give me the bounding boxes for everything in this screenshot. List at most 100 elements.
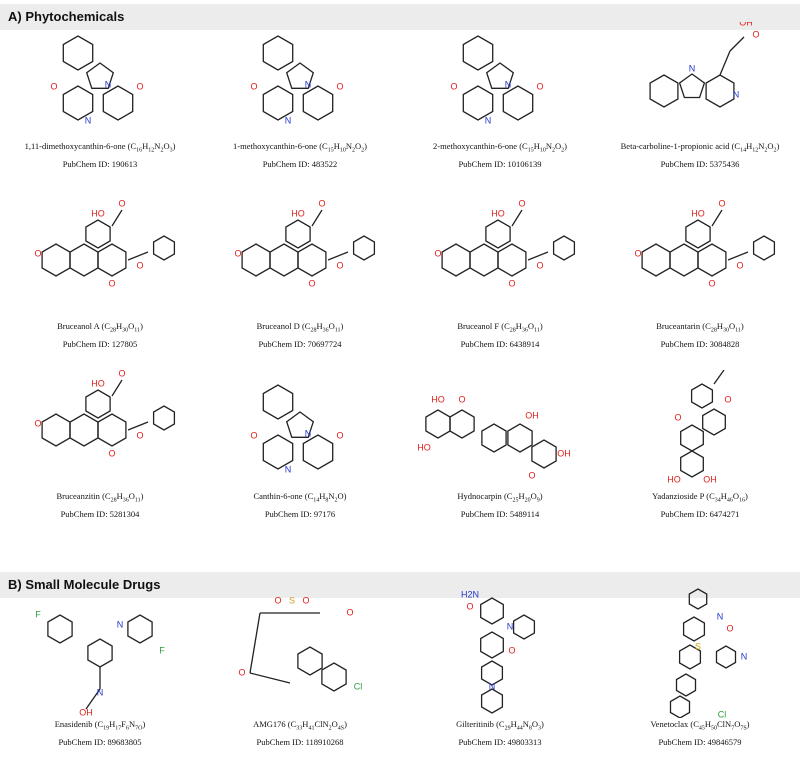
- svg-text:N: N: [741, 651, 748, 661]
- formula-element: O: [554, 141, 562, 151]
- formula-element: H: [319, 491, 326, 501]
- formula-count: 14: [313, 497, 320, 504]
- svg-text:HO: HO: [91, 378, 105, 388]
- formula-count: 45: [698, 725, 705, 732]
- formula-element: H: [533, 141, 540, 151]
- formula-count: 16: [739, 497, 746, 504]
- pubchem-id: PubChem ID: 5281304: [60, 508, 140, 519]
- svg-text:O: O: [234, 248, 241, 258]
- formula-element: O: [767, 141, 774, 151]
- formula-count: 29: [504, 725, 511, 732]
- formula-element: H: [510, 719, 517, 729]
- svg-text:N: N: [117, 619, 124, 629]
- svg-text:F: F: [35, 609, 41, 619]
- svg-text:H2N: H2N: [461, 589, 479, 599]
- formula-element: H: [316, 321, 323, 331]
- formula-count: 28: [310, 327, 317, 334]
- formula-count: 28: [710, 327, 717, 334]
- svg-text:O: O: [536, 260, 543, 270]
- pubchem-id: PubChem ID: 118910268: [256, 736, 344, 747]
- svg-text:O: O: [718, 200, 725, 208]
- compound-name: Hydnocarpin: [457, 491, 502, 501]
- svg-text:Cl: Cl: [354, 681, 363, 691]
- compound-name-formula: Canthin-6-one (C14H8N2O): [253, 491, 347, 504]
- formula-element: H: [116, 491, 123, 501]
- formula-element: O: [732, 491, 740, 501]
- svg-text:O: O: [302, 595, 309, 605]
- compound-name-formula: Beta-carboline-1-propionic acid (C14H12N…: [620, 141, 780, 154]
- svg-text:O: O: [136, 260, 143, 270]
- formula-count: 15: [327, 147, 334, 154]
- formula-element: C: [307, 491, 314, 501]
- formula-count: 16: [136, 147, 143, 154]
- svg-text:OH: OH: [525, 410, 539, 420]
- svg-text:HO: HO: [491, 208, 505, 218]
- formula-count: 9: [536, 497, 540, 504]
- formula-count: 2: [160, 147, 164, 154]
- svg-text:HO: HO: [691, 208, 705, 218]
- formula-count: 11: [134, 327, 141, 334]
- formula-element: C: [506, 491, 513, 501]
- formula-element: C: [693, 719, 699, 729]
- svg-text:O: O: [50, 81, 57, 91]
- svg-text:Cl: Cl: [718, 709, 727, 718]
- svg-text:N: N: [85, 115, 92, 125]
- compound-name: 1-methoxycanthin-6-one: [233, 141, 318, 151]
- svg-text:O: O: [136, 430, 143, 440]
- compound-name: Venetoclax: [650, 719, 689, 729]
- compound-name: Enasidenib: [54, 719, 93, 729]
- formula-element: N: [545, 141, 552, 151]
- compound-name-formula: 1,11-dimethoxycanthin-6-one (C16H12N2O3): [24, 141, 176, 154]
- formula-count: 7: [731, 725, 735, 732]
- svg-text:N: N: [305, 79, 312, 89]
- formula-count: 28: [110, 497, 117, 504]
- formula-count: 2: [764, 147, 768, 154]
- formula-count: 46: [726, 497, 733, 504]
- svg-text:N: N: [285, 464, 292, 474]
- svg-text:N: N: [689, 63, 696, 73]
- compound-name: Bruceantarin: [656, 321, 701, 331]
- compound-name: Canthin-6-one: [253, 491, 303, 501]
- pubchem-id: PubChem ID: 6474271: [660, 508, 740, 519]
- svg-text:O: O: [450, 81, 457, 91]
- formula-count: 11: [334, 327, 341, 334]
- formula-element: C: [522, 141, 528, 151]
- svg-text:O: O: [518, 200, 525, 208]
- formula-count: 14: [740, 147, 747, 154]
- svg-text:O: O: [118, 370, 125, 378]
- formula-count: 36: [122, 497, 129, 504]
- svg-text:O: O: [108, 278, 115, 288]
- formula-element: C: [734, 141, 741, 151]
- formula-count: 11: [735, 327, 741, 334]
- svg-text:O: O: [308, 278, 315, 288]
- formula-element: ClN: [314, 719, 329, 729]
- formula-count: 36: [521, 327, 528, 334]
- svg-text:S: S: [695, 641, 701, 651]
- svg-text:O: O: [736, 260, 743, 270]
- svg-text:N: N: [485, 115, 492, 125]
- formula-count: 3: [538, 725, 541, 732]
- svg-text:O: O: [34, 248, 41, 258]
- formula-count: 12: [148, 147, 155, 154]
- formula-element: N: [328, 491, 335, 501]
- svg-text:O: O: [528, 470, 535, 480]
- formula-count: 10: [339, 147, 346, 154]
- formula-element: N: [128, 719, 136, 729]
- formula-element: C: [104, 491, 111, 501]
- formula-element: C: [504, 321, 510, 331]
- formula-element: N: [345, 141, 352, 151]
- compound-name-formula: Bruceanol F (C28H36O11): [457, 321, 543, 334]
- formula-count: 8: [528, 725, 532, 732]
- formula-count: 6: [125, 725, 129, 732]
- svg-text:O: O: [346, 607, 353, 617]
